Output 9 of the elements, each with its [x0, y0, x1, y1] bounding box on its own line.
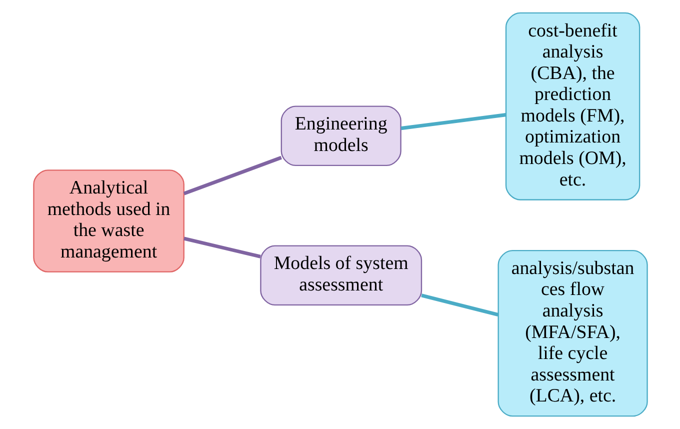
connector — [182, 156, 282, 196]
node-box: cost-benefit analysis (CBA), the prediction models (FM), optimization models (OM), etc. — [504, 12, 640, 200]
connector — [400, 113, 506, 130]
node-box: Engineering models — [280, 106, 401, 166]
connector — [420, 294, 498, 316]
connector — [183, 236, 260, 258]
node-box: analysis/substan ces flow analysis (MFA/SFA), life cycle assessment (LCA), etc. — [497, 250, 648, 417]
node-box: Models of system assessment — [260, 245, 422, 306]
node-box: Analytical methods used in the waste management — [32, 170, 184, 272]
